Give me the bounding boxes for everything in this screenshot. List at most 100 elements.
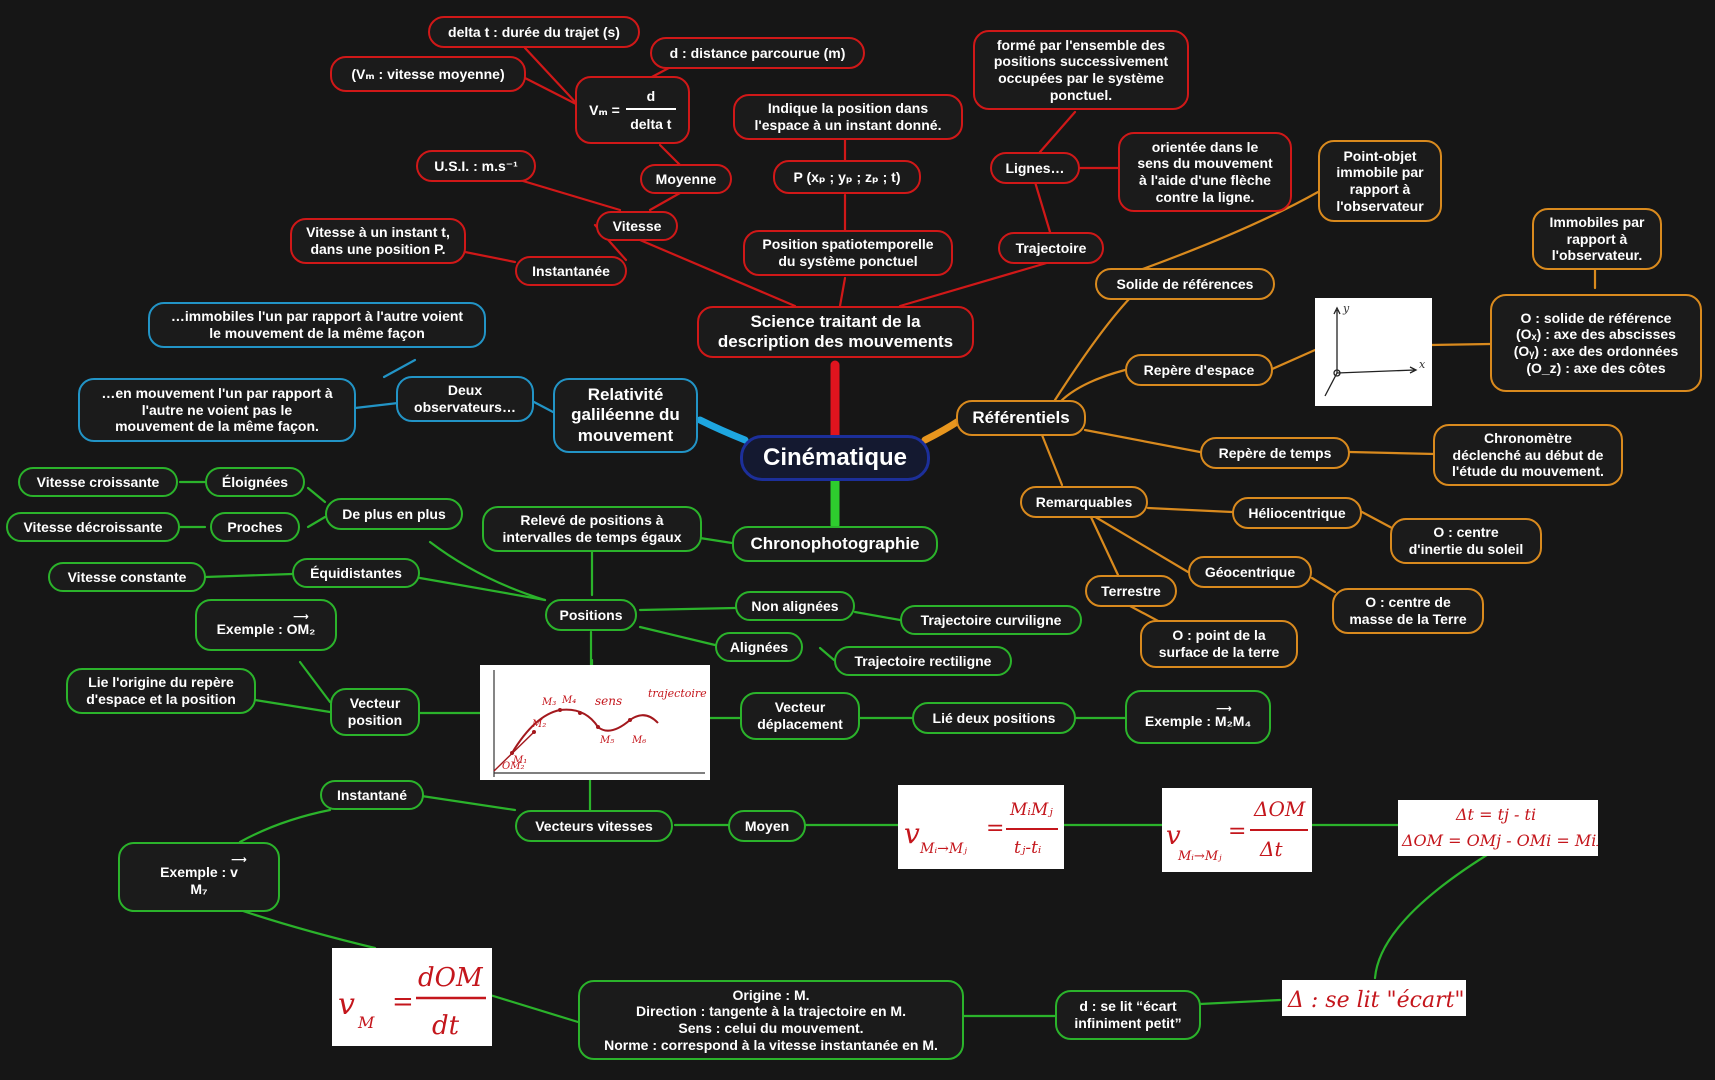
node-indique-position[interactable]: Indique la position dans l'espace à un i… [733,94,963,140]
node-chronophotographie[interactable]: Chronophotographie [732,526,938,562]
vm-numerator: d [646,87,656,104]
sketch-axis-y-label: y [1342,302,1350,315]
node-solide-references[interactable]: Solide de références [1095,268,1275,300]
trunk-orange [921,416,964,444]
central-topic[interactable]: Cinématique [740,435,930,481]
sketch-axis-x-label: x [1419,358,1426,371]
sketch-m3-label: M₃ [541,697,556,708]
sketch-m1-label: M₁ [512,755,527,766]
node-traj-curviligne[interactable]: Trajectoire curviligne [900,605,1082,635]
node-alignees[interactable]: Alignées [715,632,803,662]
node-exemple-m2m4[interactable]: ⟶ Exemple : M₂M₄ [1125,690,1271,744]
node-vecteur-position[interactable]: Vecteur position [330,688,420,736]
sketch-m6-label: M₆ [631,735,646,746]
node-geocentrique[interactable]: Géocentrique [1188,556,1312,588]
node-heliocentrique[interactable]: Héliocentrique [1232,497,1362,529]
exemple-om2-label: Exemple : OM₂ [216,620,316,637]
hw-vm-subscript: M [357,1013,375,1032]
orange-links [1038,190,1597,624]
node-origine-direction[interactable]: Origine : M. Direction : tangente à la t… [578,980,964,1060]
node-vecteur-deplacement[interactable]: Vecteur déplacement [740,692,860,740]
node-coordinates[interactable]: P (xₚ ; yₚ ; zₚ ; t) [773,160,921,194]
node-vecteurs-vitesses[interactable]: Vecteurs vitesses [515,810,673,842]
node-instantane[interactable]: Instantané [320,780,424,810]
node-moyen[interactable]: Moyen [728,810,806,842]
node-exemple-vm7[interactable]: ⟶ Exemple : v M₇ [118,842,280,912]
node-positions[interactable]: Positions [545,599,637,631]
node-non-alignees[interactable]: Non alignées [735,591,855,621]
node-releve-positions[interactable]: Relevé de positions à intervalles de tem… [482,506,702,552]
node-vitesse-decroissante[interactable]: Vitesse décroissante [6,512,180,542]
node-traj-rectiligne[interactable]: Trajectoire rectiligne [834,646,1012,676]
node-trajectoire[interactable]: Trajectoire [998,232,1104,264]
blue-links [353,358,555,414]
node-ecart-infiniment[interactable]: d : se lit “écart infiniment petit” [1055,990,1201,1040]
formula-image-vitesse-instantanee: v M = dOM dt [332,948,492,1046]
sketch-m4-label: M₄ [561,695,576,706]
node-vm-def[interactable]: (Vₘ : vitesse moyenne) [330,56,526,92]
green-links [178,480,1497,1024]
node-chronometre[interactable]: Chronomètre déclenché au début de l'étud… [1433,424,1623,486]
sketch-om2-vector [493,731,535,772]
node-science-root[interactable]: Science traitant de la description des m… [697,306,974,358]
node-vitesse-instant[interactable]: Vitesse à un instant t, dans une positio… [290,218,466,264]
node-centre-terre[interactable]: O : centre de masse de la Terre [1332,588,1484,634]
node-axes-definition[interactable]: O : solide de référence (Oₓ) : axe des a… [1490,294,1702,392]
hw-v-symbol: v [904,817,920,850]
node-repere-espace[interactable]: Repère d'espace [1125,354,1273,386]
hw-equals-2: = [1228,819,1246,844]
node-exemple-om2[interactable]: ⟶ Exemple : OM₂ [195,599,337,651]
hw-mimj: MᵢMⱼ [1009,800,1053,820]
node-distance[interactable]: d : distance parcourue (m) [650,37,865,69]
sketch-trajectoire-label: trajectoire [648,687,707,700]
node-delta-t[interactable]: delta t : durée du trajet (s) [428,16,640,48]
node-lignes[interactable]: Lignes… [990,152,1080,184]
node-position-spatiotemporelle[interactable]: Position spatiotemporelle du système pon… [743,230,953,276]
vector-arrow-icon: ⟶ [293,610,309,623]
trajectory-sketch-image: sens trajectoire M₁ M₂ M₃ M₄ M₅ M₆ OM₂ [480,665,710,780]
node-relativite[interactable]: Relativité galiléenne du mouvement [553,378,698,453]
vm-denominator: delta t [630,115,672,132]
node-usi[interactable]: U.S.I. : m.s⁻¹ [416,150,536,182]
node-forme-par[interactable]: formé par l'ensemble des positions succe… [973,30,1189,110]
node-centre-soleil[interactable]: O : centre d'inertie du soleil [1390,518,1542,564]
vector-arrow-icon: ⟶ [1216,702,1232,715]
node-remarquables[interactable]: Remarquables [1020,486,1148,518]
node-repere-temps[interactable]: Repère de temps [1200,437,1350,469]
node-equidistantes[interactable]: Équidistantes [292,558,420,588]
node-proches[interactable]: Proches [210,512,300,542]
hw-delta-om: ΔOM [1253,797,1306,821]
hw-dom: dOM [418,963,484,993]
node-deux-observateurs[interactable]: Deux observateurs… [396,376,534,422]
hw-vmij-subscript: Mᵢ→Mⱼ [919,841,967,857]
node-point-objet[interactable]: Point-objet immobile par rapport à l'obs… [1318,140,1442,222]
node-vitesse-croissante[interactable]: Vitesse croissante [18,467,178,497]
node-vitesse[interactable]: Vitesse [596,211,678,241]
node-vm-formula[interactable]: Vₘ = d delta t [575,76,690,144]
node-vitesse-constante[interactable]: Vitesse constante [48,562,206,592]
node-moyenne[interactable]: Moyenne [640,164,732,194]
hw-delta-t: Δt [1259,837,1283,861]
node-immobiles-observateur[interactable]: Immobiles par rapport à l'observateur. [1532,208,1662,270]
axes-sketch-image: y x [1315,298,1432,406]
node-orientee[interactable]: orientée dans le sens du mouvement à l'a… [1118,132,1292,212]
vector-arrow-icon: ⟶ [231,854,247,867]
hw-dt: dt [432,1011,460,1041]
sketch-om2-label: OM₂ [502,761,524,772]
node-referentiels[interactable]: Référentiels [956,400,1086,436]
hw-delta-ecart: Δ : se lit "écart" [1287,988,1465,1013]
node-terrestre[interactable]: Terrestre [1085,575,1177,607]
node-lie-origine[interactable]: Lie l'origine du repère d'espace et la p… [66,668,256,714]
node-en-mouvement[interactable]: …en mouvement l'un par rapport à l'autre… [78,378,356,442]
node-lie-deux-positions[interactable]: Lié deux positions [912,702,1076,734]
node-instantanee[interactable]: Instantanée [515,256,627,286]
node-point-surface[interactable]: O : point de la surface de la terre [1140,620,1298,668]
hw-vm-symbol: v [338,987,355,1022]
vm-fraction: d delta t [625,87,676,132]
node-de-plus-en-plus[interactable]: De plus en plus [325,498,463,530]
sketch-x-axis [1336,369,1416,374]
vm-fraction-bar [625,107,676,110]
node-eloignees[interactable]: Éloignées [205,467,305,497]
hw-equals: = [986,816,1004,841]
node-immobiles-voient[interactable]: …immobiles l'un par rapport à l'autre vo… [148,302,486,348]
